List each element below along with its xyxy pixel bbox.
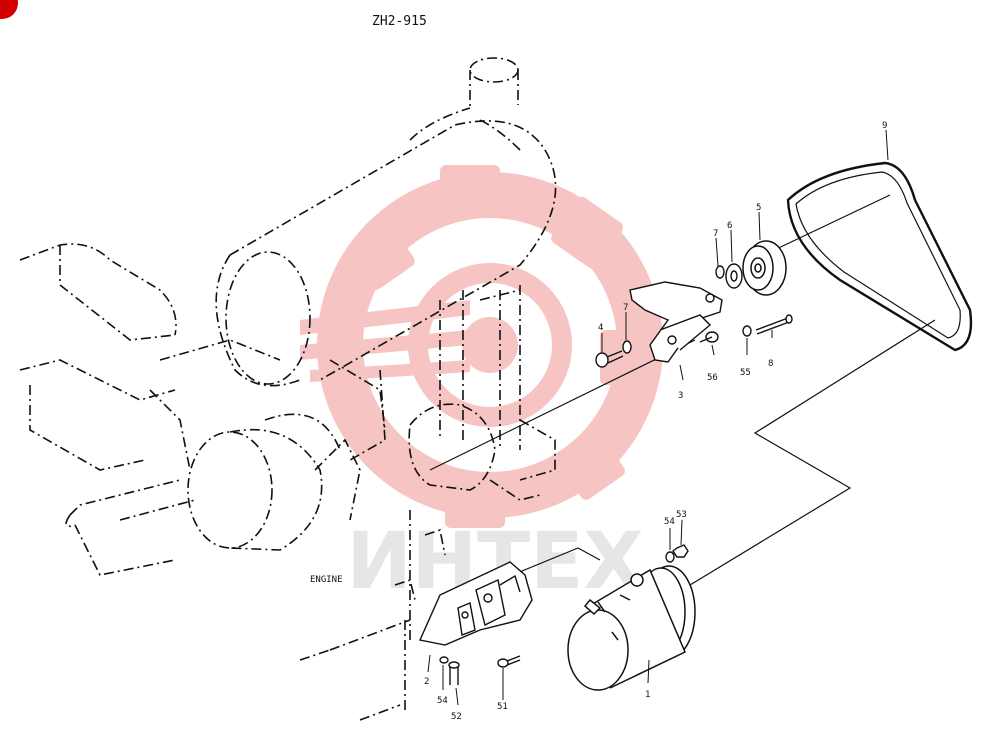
alternator-1	[567, 565, 696, 691]
callout-55: 55	[740, 368, 751, 378]
callout-1: 1	[645, 690, 650, 700]
drawing-code: ZH2-915	[372, 14, 427, 29]
washer-55	[742, 325, 752, 337]
callout-56: 56	[707, 373, 718, 383]
callout-ticks	[427, 129, 889, 706]
callout-8: 8	[768, 359, 773, 369]
callout-9: 9	[882, 121, 887, 131]
nut-53	[672, 544, 689, 558]
callout-53: 53	[676, 510, 687, 520]
callout-52: 52	[451, 712, 462, 722]
callout-labels: 9 5 6 7 7 4 8 56 55 3 53 54 1 2 54 52 51	[424, 121, 887, 722]
washer-54-lower	[439, 656, 449, 664]
callout-51: 51	[497, 702, 508, 712]
callout-4: 4	[598, 323, 603, 333]
bolt-52	[448, 661, 460, 685]
callout-7-left: 7	[623, 303, 628, 313]
v-belt-9	[786, 161, 973, 352]
callout-54-upper: 54	[664, 517, 675, 527]
callout-2: 2	[424, 677, 429, 687]
callout-5: 5	[756, 203, 761, 213]
engine-label: ENGINE	[310, 575, 343, 585]
bolt-4	[595, 350, 624, 368]
leader-lines	[429, 194, 936, 597]
bolt-51	[497, 655, 521, 668]
alternator-bracket	[629, 281, 723, 363]
lower-bracket-2	[419, 561, 533, 646]
callout-7-right: 7	[713, 229, 718, 239]
callout-54-lower: 54	[437, 696, 448, 706]
watermark-logo	[300, 165, 663, 528]
idler-pulley-5	[742, 240, 787, 296]
bolt-8	[755, 314, 793, 335]
bolt-56	[699, 331, 719, 343]
washer-7-left	[622, 340, 632, 354]
callout-6: 6	[727, 221, 732, 231]
engine-outline	[19, 57, 557, 721]
washer-7-right	[715, 265, 725, 279]
callout-3: 3	[678, 391, 683, 401]
corner-badge	[0, 0, 18, 19]
spacer-6	[725, 263, 743, 289]
washer-54-upper	[665, 551, 675, 563]
